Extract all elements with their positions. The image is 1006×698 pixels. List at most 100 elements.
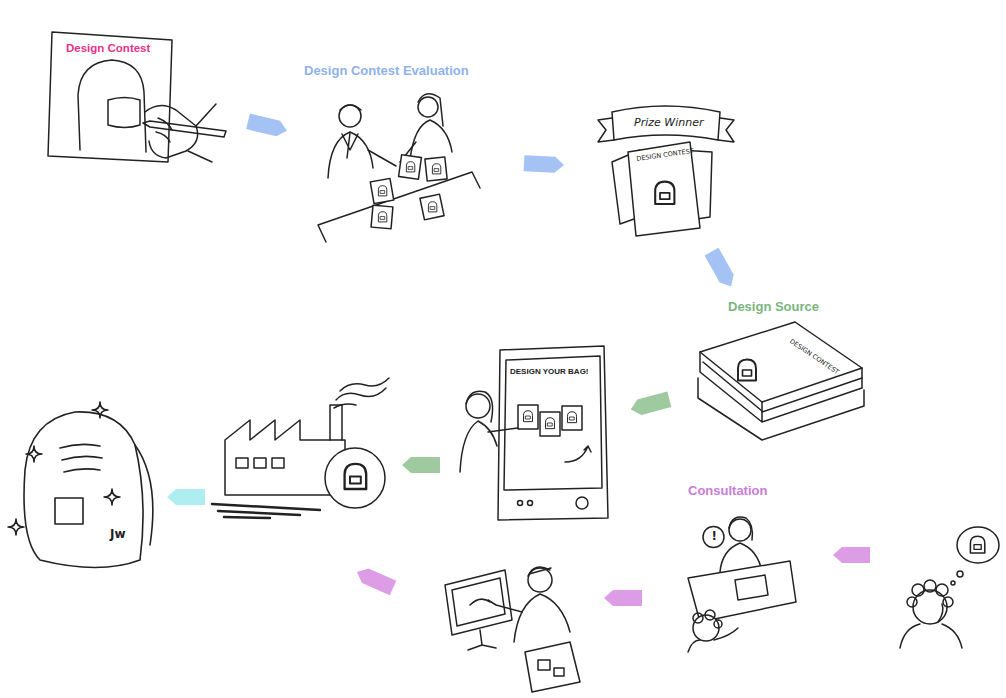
backpack-sketch-part — [92, 402, 108, 418]
kiosk-sketch-part — [576, 497, 588, 509]
node-text: Consultation — [688, 484, 767, 499]
contest-sketch-part — [188, 104, 216, 162]
factory-sketch-part — [334, 404, 356, 408]
kiosk-sketch-part — [498, 346, 608, 520]
designer-sketch-part — [488, 600, 522, 612]
consultation-sketch-part — [705, 610, 715, 620]
kiosk-sketch-part — [466, 391, 493, 422]
prize-sketch — [598, 106, 734, 236]
kiosk-sketch-part — [540, 412, 560, 436]
contest-sketch-part — [48, 32, 172, 162]
consultation-sketch-part — [688, 628, 738, 652]
kiosk-sketch-part — [466, 394, 490, 418]
kiosk-sketch — [460, 346, 608, 520]
designer-sketch-part — [468, 630, 496, 650]
customer-sketch-part — [924, 580, 936, 592]
backpack-sketch-part — [60, 444, 102, 472]
customer-sketch-part — [913, 590, 947, 624]
factory-sketch-part — [325, 448, 385, 508]
contest-sketch-part — [78, 60, 146, 152]
kiosk-sketch-part — [488, 428, 518, 432]
contest-sketch-part — [143, 121, 226, 137]
flow-arrow — [705, 248, 734, 287]
kiosk-sketch-part — [518, 405, 538, 429]
book-sketch-part — [738, 360, 756, 381]
customer-sketch-part — [970, 536, 984, 553]
consultation-sketch-part — [714, 620, 722, 628]
consultation-sketch-part — [735, 575, 768, 600]
kiosk-sketch-part — [568, 412, 577, 423]
evaluation-sketch-part — [420, 194, 444, 220]
factory-sketch-part — [336, 388, 386, 400]
customer-sketch-part — [907, 597, 917, 607]
kiosk-sketch-part — [528, 501, 533, 506]
designer-sketch-part — [525, 642, 580, 692]
consultation-sketch-part — [729, 517, 752, 540]
factory-sketch-part — [212, 504, 320, 518]
consultation-sketch-part — [703, 527, 724, 548]
prize-sketch-part — [655, 182, 674, 204]
consultation-sketch-part — [729, 519, 751, 541]
customer-sketch-part — [900, 624, 962, 648]
designer-sketch-part — [528, 568, 552, 592]
customer-sketch-part — [943, 597, 953, 607]
evaluation-sketch-part — [339, 105, 361, 127]
evaluation-sketch-part — [328, 132, 373, 178]
backpack-sketch — [8, 402, 153, 568]
evaluation-sketch-part — [342, 133, 358, 158]
designer-sketch-part — [470, 599, 490, 605]
evaluation-sketch-part — [318, 172, 480, 242]
consultation-sketch-part — [693, 613, 703, 623]
customer-sketch — [900, 527, 999, 648]
contest-sketch — [48, 32, 226, 162]
kiosk-sketch-part — [565, 446, 591, 462]
flow-arrow — [524, 155, 564, 172]
bag-logo: Jw — [110, 528, 126, 541]
customer-sketch-part — [936, 584, 948, 596]
evaluation-sketch-part — [340, 105, 361, 110]
evaluation-sketch-part — [432, 164, 440, 174]
evaluation-sketch-part — [370, 178, 394, 203]
evaluation-sketch-part — [410, 120, 452, 160]
contest-sheet: Design Contest — [45, 25, 235, 165]
customer-sketch-part — [938, 604, 943, 622]
flow-arrows-part — [833, 547, 870, 563]
exclamation-mark: ! — [712, 530, 717, 543]
designer-sketch — [445, 567, 580, 692]
evaluation-sketch-part — [418, 97, 438, 117]
flow-arrows-part — [604, 590, 642, 606]
factory-sketch-part — [345, 464, 367, 489]
flow-arrow — [246, 114, 287, 137]
backpack-sketch-part — [104, 489, 120, 505]
designer-sketch-part — [528, 567, 551, 576]
evaluation-sketch-part — [418, 94, 443, 126]
designer-sketch-part — [538, 660, 564, 676]
book-sketch-part — [700, 322, 862, 402]
customer-sketch-part — [957, 527, 999, 563]
node-text: DESIGN YOUR BAG! — [510, 367, 589, 376]
backpack-sketch-part — [24, 412, 143, 568]
evaluation-sketch-part — [378, 212, 386, 222]
evaluation-sketch — [318, 94, 480, 242]
kiosk-sketch-part — [504, 356, 602, 490]
book-sketch — [698, 322, 864, 440]
factory-sketch-part — [254, 458, 266, 468]
flow-arrows-part — [402, 457, 440, 473]
factory-sketch-part — [330, 405, 342, 440]
kiosk-sketch-part — [562, 406, 582, 430]
backpack-sketch-part — [135, 445, 153, 545]
node-text: Design Contest — [66, 42, 150, 55]
kiosk-sketch-part — [460, 421, 497, 472]
consultation-panel: Consultation — [660, 482, 805, 657]
node-text: Prize Winner — [634, 117, 703, 130]
flow-arrows-part — [167, 489, 205, 505]
factory-sketch-part — [236, 458, 248, 468]
evaluation-sketch-part — [399, 155, 422, 180]
factory-sketch — [212, 378, 389, 518]
backpack-sketch-part — [26, 446, 42, 462]
backpack-sketch-part — [8, 519, 24, 535]
prize-sketch-part — [612, 106, 720, 140]
